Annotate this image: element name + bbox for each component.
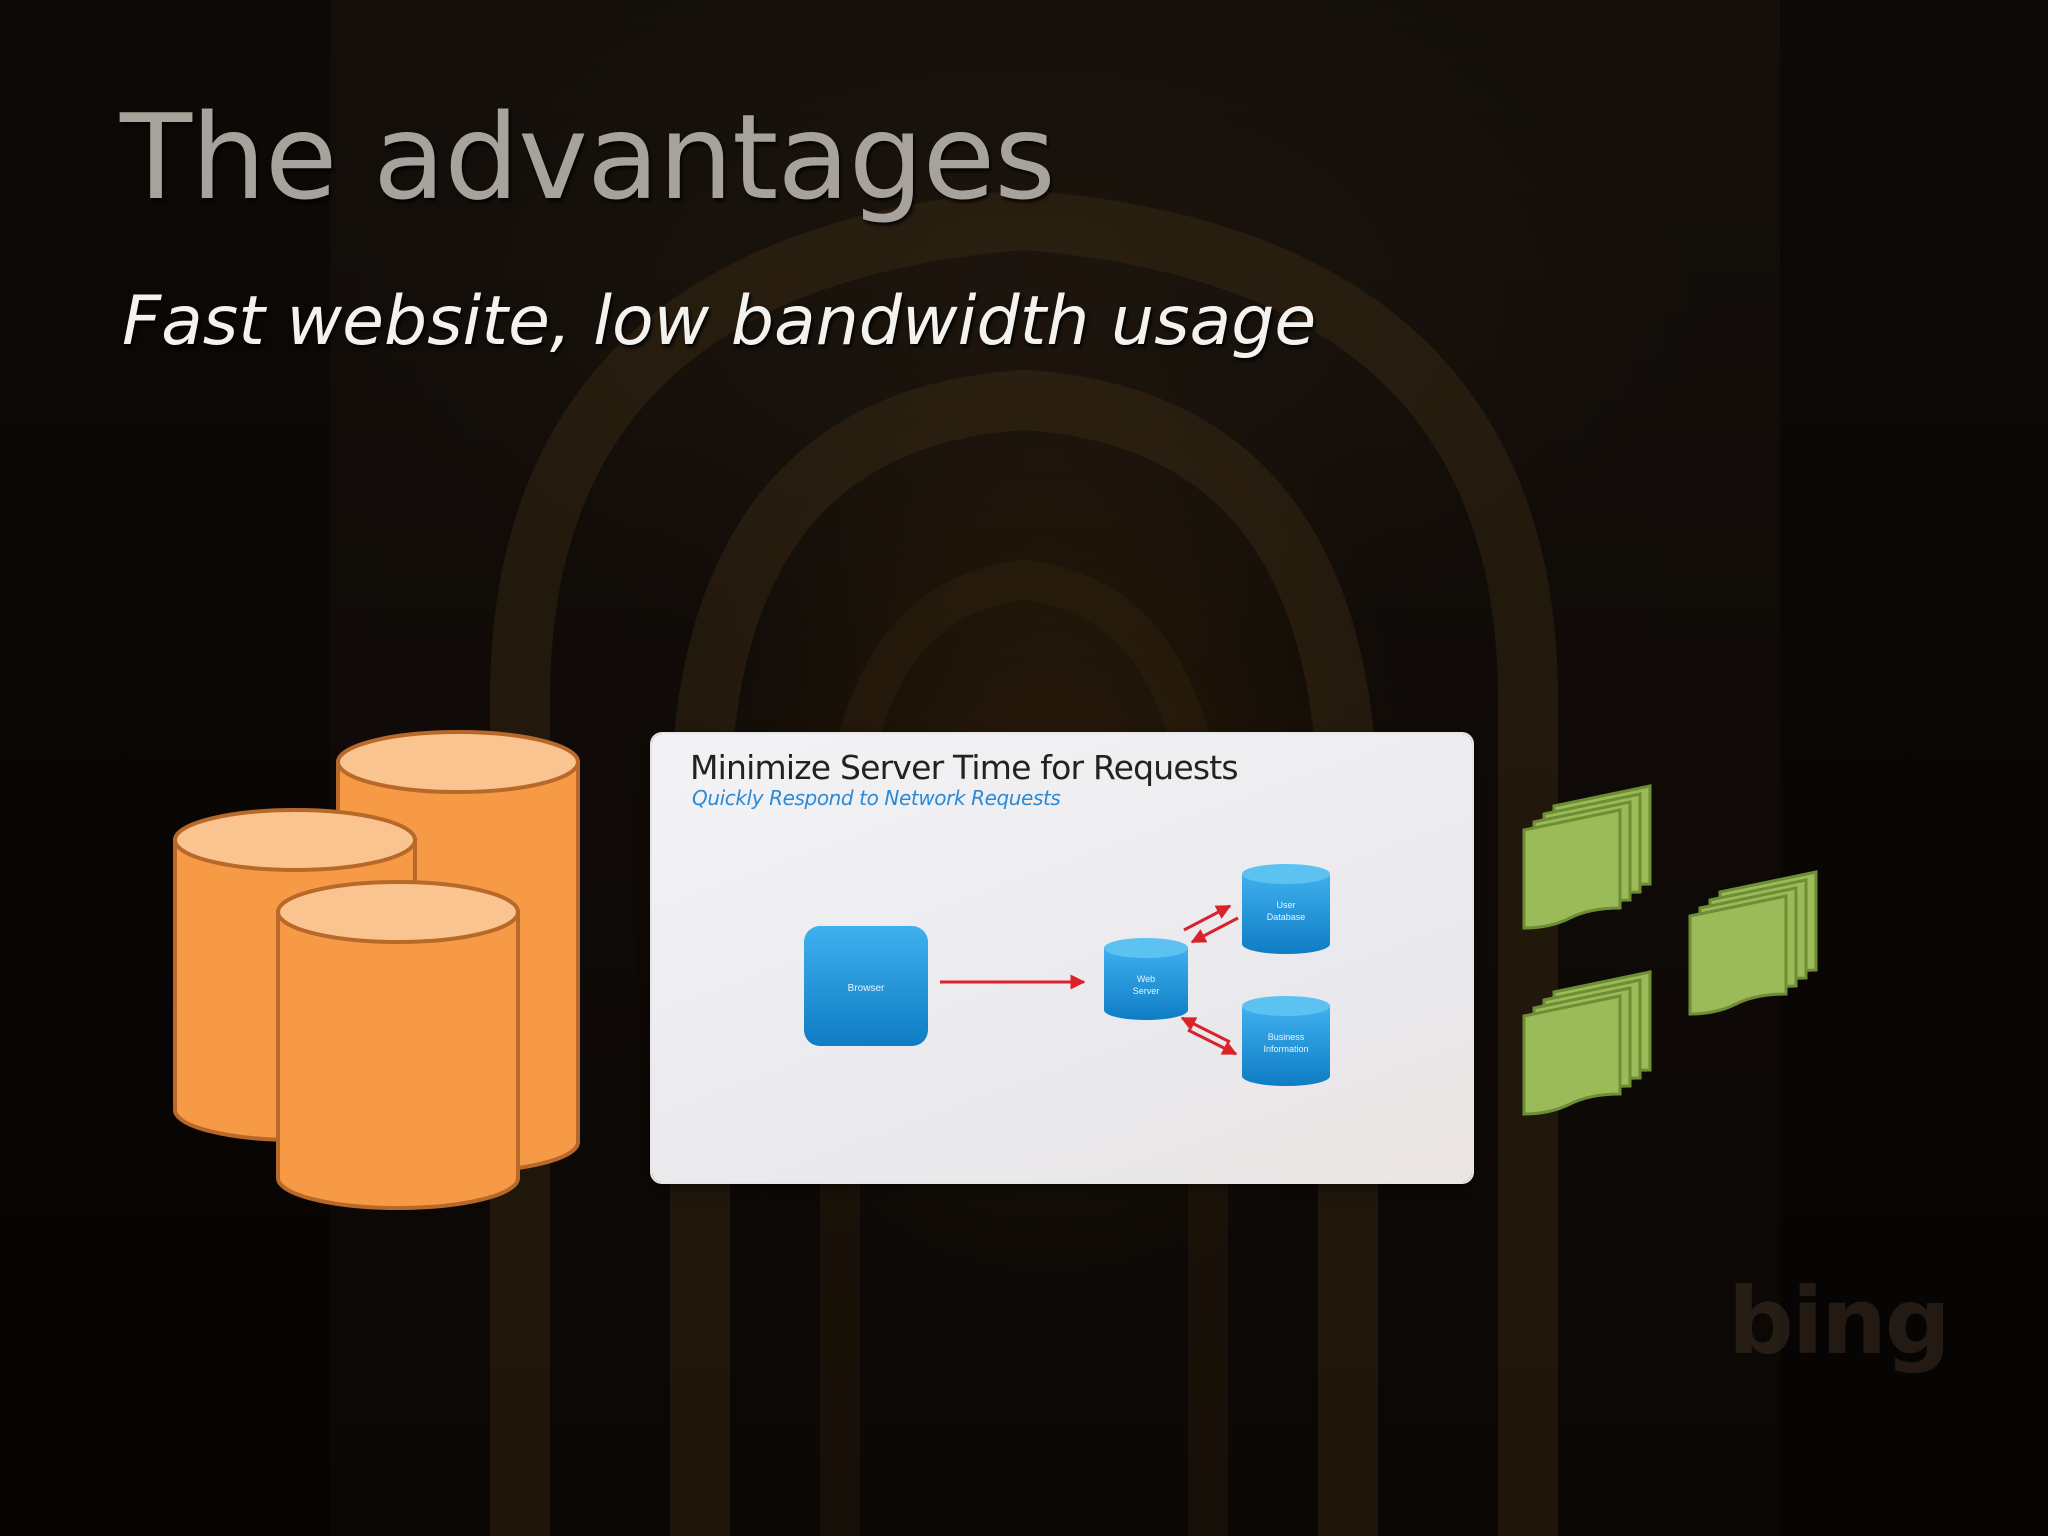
document-stack-right-icon [1688, 870, 1818, 1016]
database-cylinders-icon [173, 730, 580, 1210]
web-server-node [1104, 938, 1188, 1020]
business-to-server-arrow [1180, 1016, 1231, 1044]
web-server-label-line1: Web [1137, 974, 1155, 984]
server-to-business-arrow [1187, 1028, 1238, 1056]
business-information-label-line1: Business [1268, 1032, 1305, 1042]
user-database-node [1242, 864, 1330, 954]
document-stack-bottom-left-icon [1522, 970, 1652, 1116]
user-database-label-line1: User [1276, 900, 1295, 910]
database-cylinder-front-icon [276, 880, 520, 1210]
embedded-screenshot: Browser Web Server User Database Bu [652, 734, 1472, 1182]
slide-subtitle: Fast website, low bandwidth usage [122, 282, 1317, 361]
user-database-label-line2: Database [1267, 912, 1306, 922]
server-to-userdb-arrow [1183, 904, 1232, 932]
web-server-label-line2: Server [1133, 986, 1160, 996]
business-information-label-line2: Information [1263, 1044, 1308, 1054]
browser-node [804, 926, 928, 1046]
request-flow-diagram: Browser Web Server User Database Bu [804, 864, 1330, 1086]
embedded-screenshot-subtitle: Quickly Respond to Network Requests [692, 786, 1061, 810]
browser-label: Browser [848, 983, 885, 994]
document-stack-top-left-icon [1522, 784, 1652, 930]
bing-watermark-logo: bing [1728, 1268, 1951, 1375]
userdb-to-server-arrow [1190, 916, 1239, 944]
embedded-screenshot-title: Minimize Server Time for Requests [690, 748, 1239, 787]
slide-title: The advantages [120, 88, 1056, 226]
business-information-node [1242, 996, 1330, 1086]
document-stacks-icon [1522, 784, 1818, 1116]
